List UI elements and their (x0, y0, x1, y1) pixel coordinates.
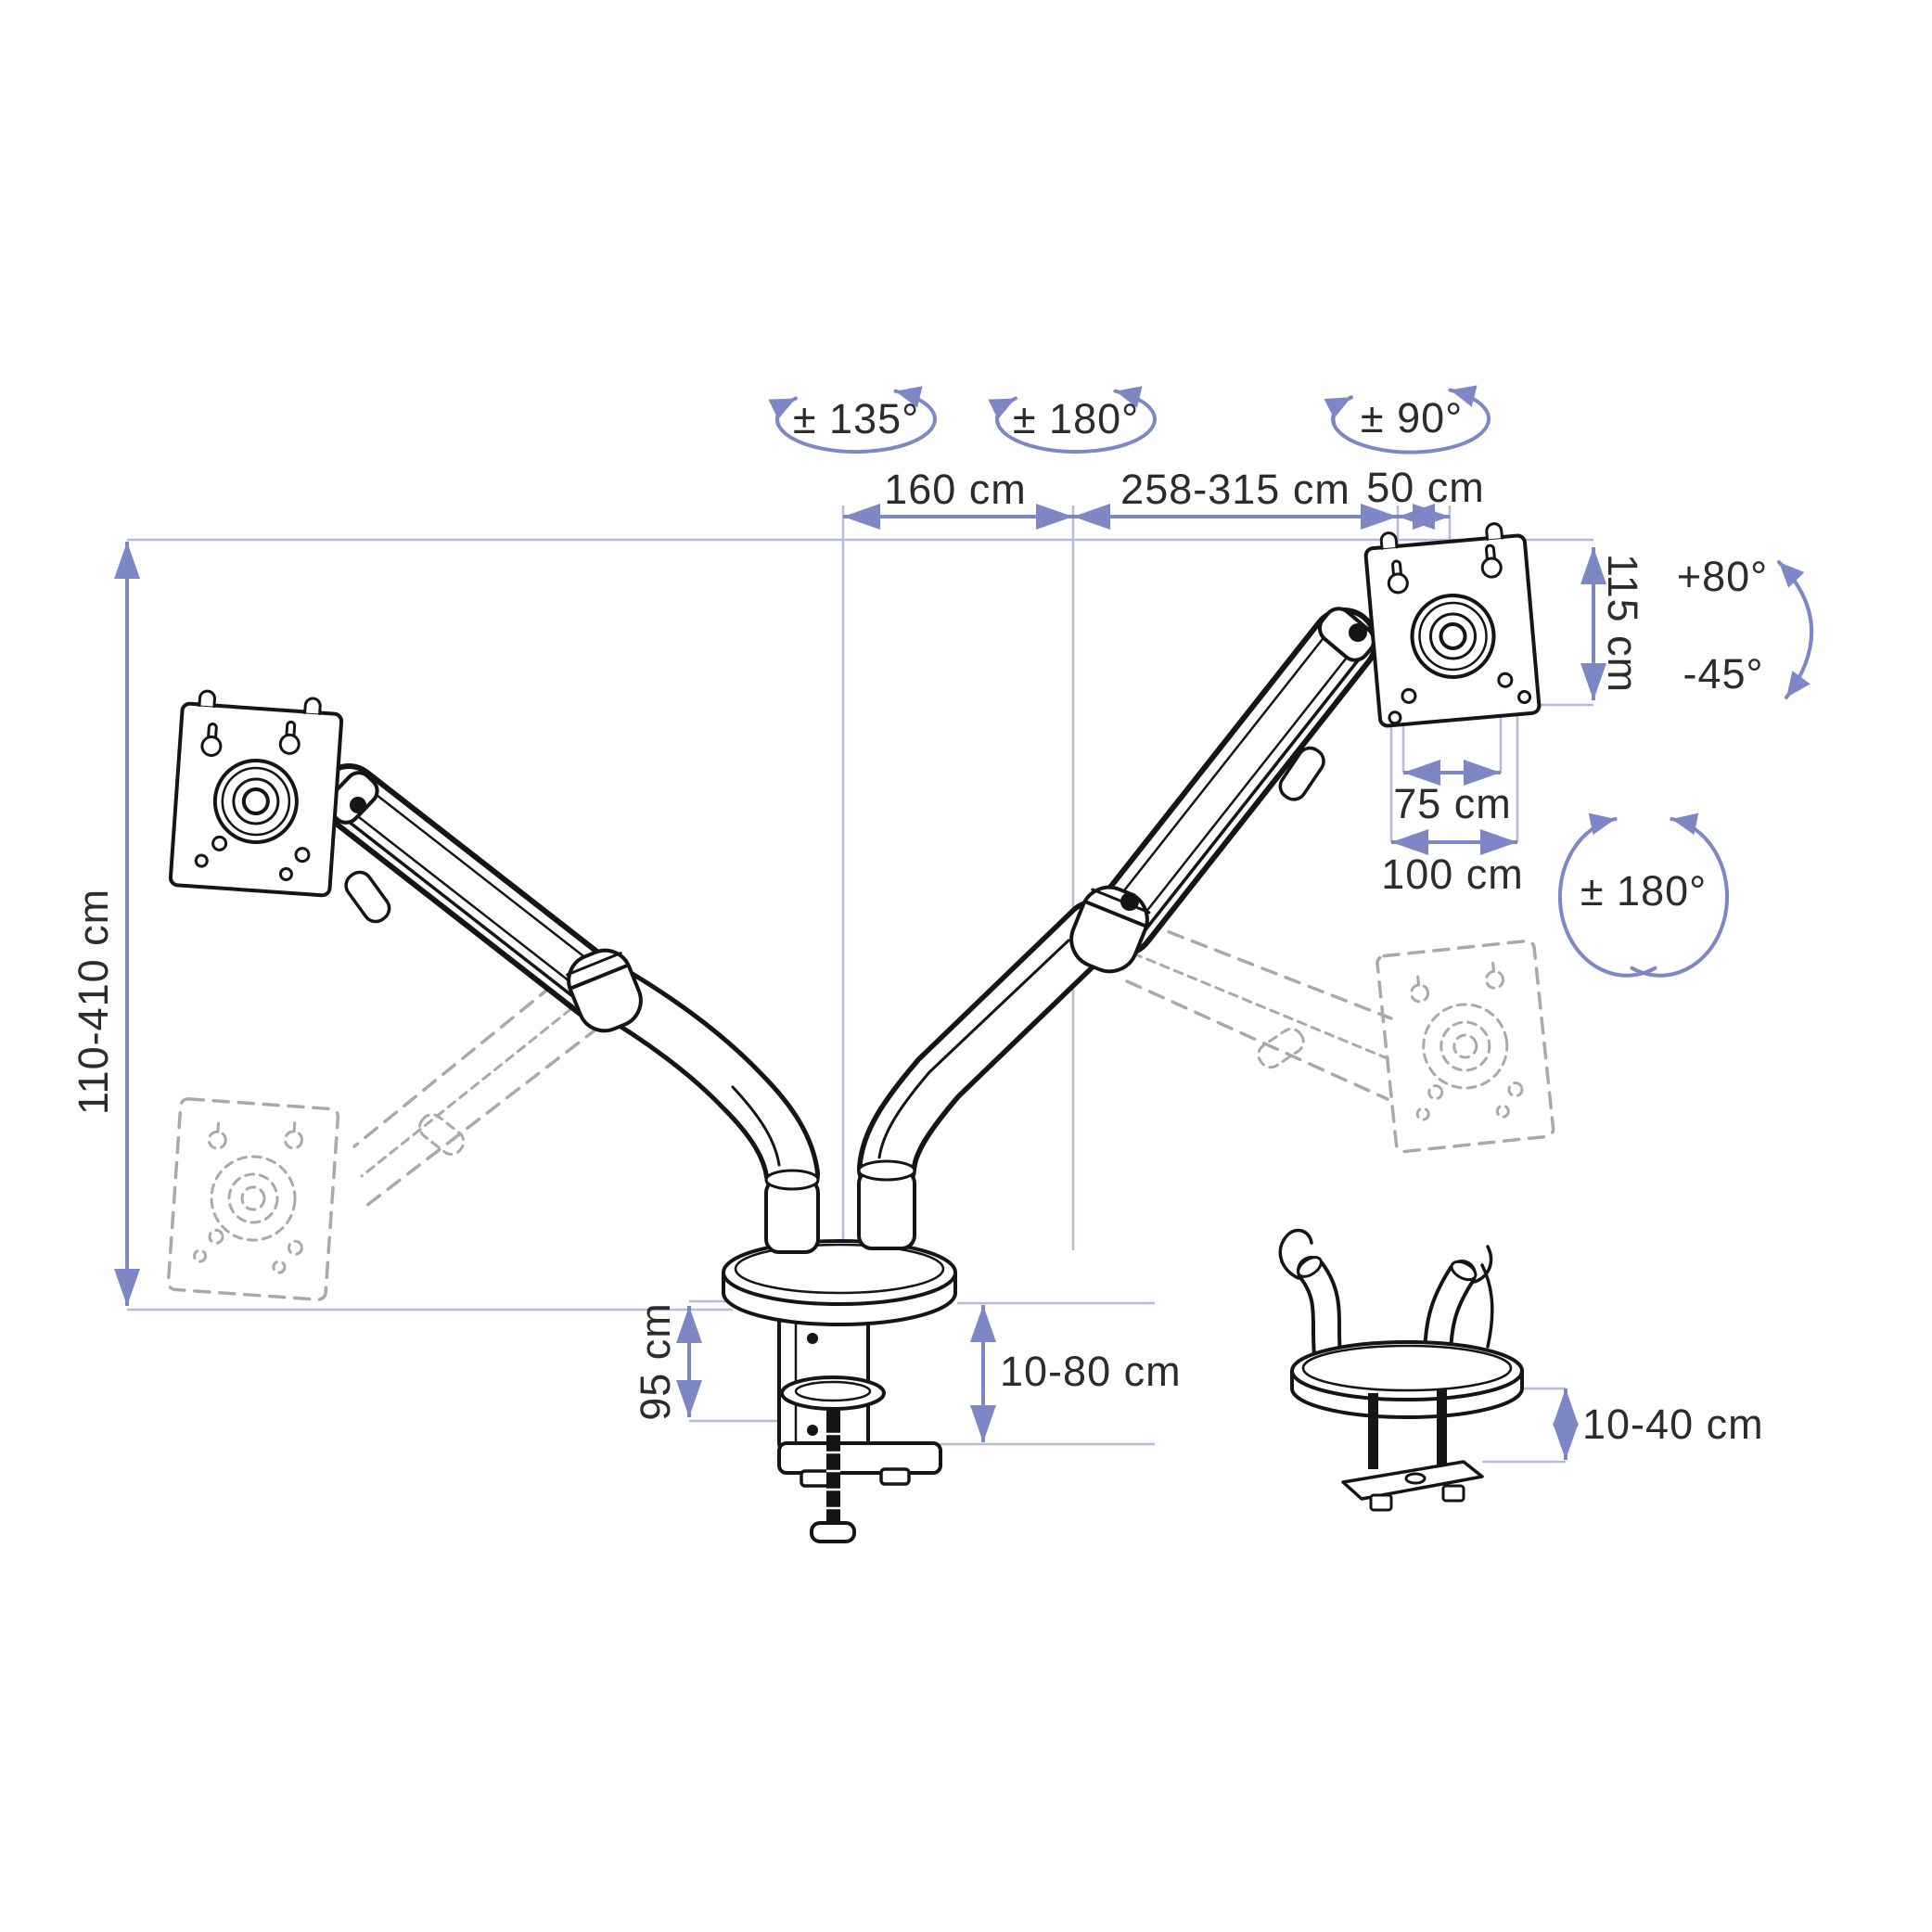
cable-clip-left (344, 870, 391, 924)
clamp-knob (810, 1521, 856, 1543)
plate-bolt-right (1349, 623, 1367, 642)
ghost-vesa-plate-left (166, 1097, 340, 1301)
left-forearm (580, 961, 820, 1202)
vesa-plate-right (1363, 522, 1542, 728)
ghost-cable-clip-left (418, 1113, 466, 1156)
rotation-arrows (768, 385, 1813, 978)
ghost-cable-clip-right (1257, 1027, 1305, 1069)
tilt-arc (1777, 560, 1813, 699)
labels: ± 135° ± 180° ± 90° 160 cm 258-315 cm 50… (70, 394, 1768, 1448)
label-vesa-offset: 50 cm (1366, 464, 1485, 511)
label-vesa-height: 115 cm (1599, 554, 1646, 693)
right-plate-joint (1317, 607, 1376, 662)
rotation-ellipse-135 (768, 386, 937, 454)
ghost-position-layer (166, 921, 1555, 1301)
label-tilt-up: +80° (1677, 553, 1768, 600)
plate-bolt-left (350, 797, 366, 813)
rotation-ellipse-90 (1324, 385, 1491, 454)
label-height-range: 110-410 cm (70, 889, 117, 1115)
guide-lines (127, 505, 1593, 1464)
grommet-bolt-right (1437, 1389, 1447, 1465)
grommet-mount-variant (1278, 1228, 1524, 1512)
label-rotation-135: ± 135° (793, 395, 919, 442)
left-elbow-joint (566, 948, 643, 1033)
label-rotation-90: ± 90° (1361, 394, 1463, 441)
dimension-lines (114, 504, 1606, 1460)
label-reach-right: 258-315 cm (1120, 466, 1350, 513)
vesa-plate-left (168, 689, 344, 898)
ghost-left-arm (352, 968, 600, 1208)
rotation-ellipse-180 (988, 386, 1157, 454)
label-clamp-depth: 95 cm (632, 1302, 679, 1421)
label-grommet-range: 10-40 cm (1582, 1401, 1764, 1448)
grommet-under-bracket (1341, 1460, 1484, 1512)
base-sockets (764, 1159, 916, 1254)
left-upper-arm (316, 763, 633, 1025)
label-rotation-180: ± 180° (1013, 395, 1139, 442)
label-vesa-portrait-rotation: ± 180° (1580, 867, 1707, 915)
elbow-bolt-right (1120, 892, 1139, 911)
label-reach-left: 160 cm (884, 466, 1027, 513)
rotation-circle-vesa-portrait (1557, 812, 1730, 978)
label-vesa-inner: 75 cm (1393, 780, 1512, 827)
ghost-vesa-plate-right (1375, 939, 1555, 1154)
clamp-screw (826, 1408, 840, 1525)
grommet-base-plate (1290, 1340, 1524, 1419)
label-vesa-outer: 100 cm (1381, 851, 1524, 898)
line-art-layer (168, 522, 1542, 1543)
base-plate (722, 1239, 957, 1326)
cable-clip-right (1278, 746, 1325, 801)
label-tilt-down: -45° (1683, 650, 1763, 697)
grommet-bolt-left (1368, 1393, 1378, 1469)
label-desk-clamp-range: 10-80 cm (1000, 1348, 1182, 1395)
right-forearm (857, 900, 1122, 1198)
ghost-right-arm (1125, 921, 1393, 1101)
desk-clamp (777, 1300, 942, 1543)
clamp-foot (777, 1441, 942, 1475)
right-upper-arm (1088, 608, 1378, 957)
